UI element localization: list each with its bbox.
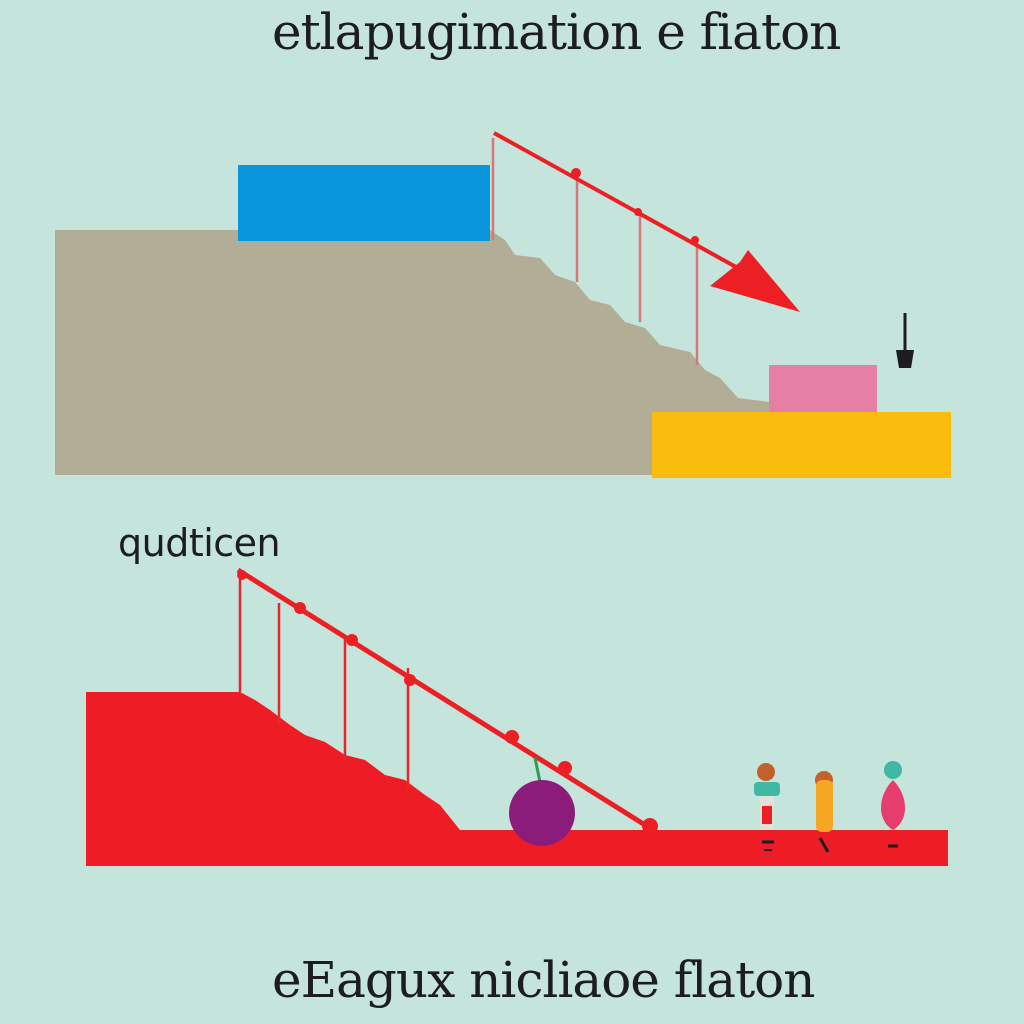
bottom-arrow-node-7 xyxy=(642,818,658,834)
top-arrow-node-3 xyxy=(691,236,699,244)
blue-block xyxy=(238,165,490,241)
bottom-arrow-node-6 xyxy=(558,761,572,775)
figure-icon-3 xyxy=(880,761,906,848)
bottom-arrow-node-2 xyxy=(294,602,306,614)
top-arrow-head xyxy=(710,250,800,312)
figure-icon-1 xyxy=(754,763,780,851)
bottom-arrow-shaft xyxy=(236,567,655,833)
top-ground-slope xyxy=(55,230,770,475)
bottom-arrow xyxy=(236,567,658,834)
top-arrow-shaft xyxy=(493,131,746,274)
bottom-arrow-node-4 xyxy=(404,674,416,686)
ball xyxy=(509,757,575,846)
top-panel xyxy=(55,131,951,478)
top-supports xyxy=(491,138,699,365)
bottom-arrow-node-5 xyxy=(505,730,519,744)
hammer-icon xyxy=(896,313,914,368)
bottom-supports xyxy=(238,575,410,790)
title-bottom: eEagux nicliaoe flaton xyxy=(272,951,815,1009)
top-arrow-node-2 xyxy=(634,208,642,216)
bottom-ground-slope xyxy=(86,692,948,866)
bottom-panel xyxy=(86,567,948,866)
figure-icon-2 xyxy=(815,771,833,853)
yellow-block xyxy=(652,412,951,478)
title-middle: qudticen xyxy=(118,521,281,565)
top-arrow-node-1 xyxy=(571,168,581,178)
ball-body xyxy=(509,780,575,846)
pink-block xyxy=(769,365,877,412)
bottom-arrow-node-1 xyxy=(237,570,247,580)
title-top: etlapugimation e fiaton xyxy=(272,3,841,61)
bottom-arrow-node-3 xyxy=(346,634,358,646)
top-arrow xyxy=(493,131,800,312)
